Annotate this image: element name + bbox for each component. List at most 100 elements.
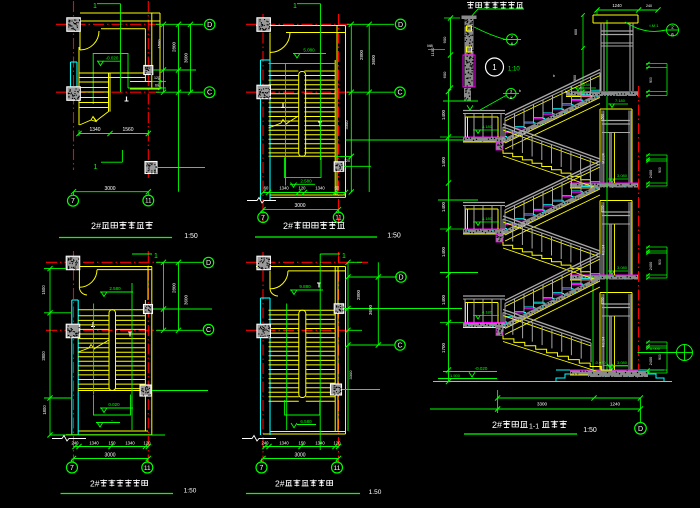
svg-text:6.580: 6.580 [300, 419, 312, 424]
svg-text:3600: 3600 [184, 294, 189, 305]
svg-text:60: 60 [155, 84, 159, 88]
svg-text:1:10: 1:10 [508, 67, 520, 73]
svg-text:1700: 1700 [441, 342, 446, 353]
svg-text:2800: 2800 [356, 289, 361, 300]
svg-text:7: 7 [71, 198, 75, 205]
svg-text:1340: 1340 [279, 441, 289, 446]
svg-text:600: 600 [442, 71, 447, 78]
svg-text:7: 7 [70, 465, 74, 472]
svg-text:1340: 1340 [125, 441, 135, 446]
svg-text:1.50: 1.50 [369, 489, 382, 496]
svg-text:1500: 1500 [41, 285, 46, 295]
svg-text:1100: 1100 [430, 47, 435, 56]
svg-text:2#: 2# [283, 221, 293, 231]
svg-text:3000: 3000 [294, 203, 305, 209]
svg-text:2#: 2# [275, 479, 285, 489]
svg-text:2400: 2400 [649, 357, 653, 365]
svg-text:1240: 1240 [612, 3, 622, 8]
svg-text:1-1: 1-1 [529, 424, 539, 431]
svg-text:C: C [206, 327, 211, 334]
svg-text:C: C [207, 90, 212, 97]
svg-text:9.880: 9.880 [299, 284, 311, 289]
svg-text:7.180: 7.180 [615, 98, 626, 103]
svg-text:900: 900 [442, 36, 447, 43]
svg-text:900: 900 [658, 167, 662, 173]
svg-text:900: 900 [658, 259, 662, 265]
svg-text:60: 60 [335, 186, 340, 191]
svg-text:1400: 1400 [441, 109, 446, 120]
svg-text:-0.020: -0.020 [106, 56, 119, 61]
svg-text:11: 11 [334, 465, 341, 472]
svg-text:2400: 2400 [649, 262, 653, 270]
svg-text:1340: 1340 [315, 441, 325, 446]
svg-text:-: - [111, 418, 113, 424]
svg-text:2.580: 2.580 [109, 286, 121, 291]
svg-text:1: 1 [93, 3, 97, 10]
svg-text:1500: 1500 [601, 205, 605, 212]
svg-text:2800: 2800 [359, 49, 364, 60]
svg-text:D: D [206, 260, 211, 267]
svg-text:-0.020: -0.020 [594, 360, 606, 365]
svg-text:1:50: 1:50 [184, 233, 198, 240]
svg-text:1:50: 1:50 [583, 427, 597, 434]
svg-text:3000: 3000 [294, 453, 305, 459]
svg-text:11: 11 [145, 199, 152, 205]
svg-text:D: D [638, 426, 643, 433]
svg-text:M1024: M1024 [602, 337, 606, 347]
svg-text:1340: 1340 [279, 186, 289, 191]
svg-text:1800: 1800 [42, 405, 47, 415]
svg-text:11: 11 [144, 465, 151, 472]
svg-text:b: b [565, 90, 567, 94]
svg-text:1340: 1340 [89, 127, 100, 133]
svg-text:120: 120 [299, 186, 307, 191]
svg-text:6: 6 [510, 95, 513, 100]
svg-text:2800: 2800 [172, 282, 177, 293]
svg-text:120: 120 [144, 441, 152, 446]
svg-text:2#: 2# [492, 420, 502, 430]
svg-text:1:50: 1:50 [184, 488, 197, 495]
svg-text:1.500: 1.500 [450, 373, 461, 378]
svg-text:3600: 3600 [184, 52, 189, 63]
svg-text:1500: 1500 [601, 297, 605, 304]
svg-text:1: 1 [293, 3, 297, 10]
svg-text:b: b [553, 74, 555, 78]
svg-text:2800: 2800 [41, 351, 46, 361]
svg-text:1400: 1400 [441, 156, 446, 167]
svg-text:1240: 1240 [610, 402, 621, 407]
svg-text:6: 6 [511, 41, 514, 46]
svg-text:3000: 3000 [104, 186, 115, 192]
svg-text:1340: 1340 [89, 441, 99, 446]
svg-text:2: 2 [511, 34, 514, 39]
svg-text:6: 6 [671, 32, 674, 37]
svg-text:1340: 1340 [315, 186, 325, 191]
svg-text:1: 1 [154, 253, 158, 260]
svg-text:M1024: M1024 [602, 153, 606, 163]
svg-text:240: 240 [72, 441, 80, 446]
svg-text:3.080: 3.080 [617, 265, 628, 270]
svg-text:1400: 1400 [441, 246, 446, 257]
svg-text:4.180: 4.180 [482, 310, 493, 315]
svg-text:M8: M8 [427, 43, 433, 48]
svg-text:C: C [397, 90, 402, 97]
svg-text:900: 900 [658, 354, 662, 360]
svg-text:2#: 2# [91, 221, 101, 231]
svg-text:60: 60 [264, 186, 269, 191]
svg-text:4.180: 4.180 [482, 124, 493, 129]
svg-text:3.080: 3.080 [617, 360, 628, 365]
svg-text:7: 7 [260, 465, 264, 472]
svg-text:600: 600 [574, 29, 578, 35]
svg-text:120: 120 [154, 76, 160, 80]
svg-text:3600: 3600 [368, 304, 373, 315]
svg-text:3300: 3300 [348, 370, 353, 380]
svg-text:1: 1 [492, 63, 497, 72]
svg-text:D: D [398, 275, 403, 282]
svg-text:2.580: 2.580 [300, 178, 312, 183]
svg-text:900: 900 [649, 77, 653, 83]
svg-text:900: 900 [573, 75, 577, 81]
svg-text:1: 1 [342, 253, 346, 260]
svg-text:3: 3 [510, 89, 513, 94]
svg-text:t.M.1: t.M.1 [650, 23, 660, 28]
svg-text:240: 240 [646, 4, 652, 8]
svg-text:M1024: M1024 [602, 245, 606, 255]
svg-text:3300: 3300 [344, 120, 349, 130]
